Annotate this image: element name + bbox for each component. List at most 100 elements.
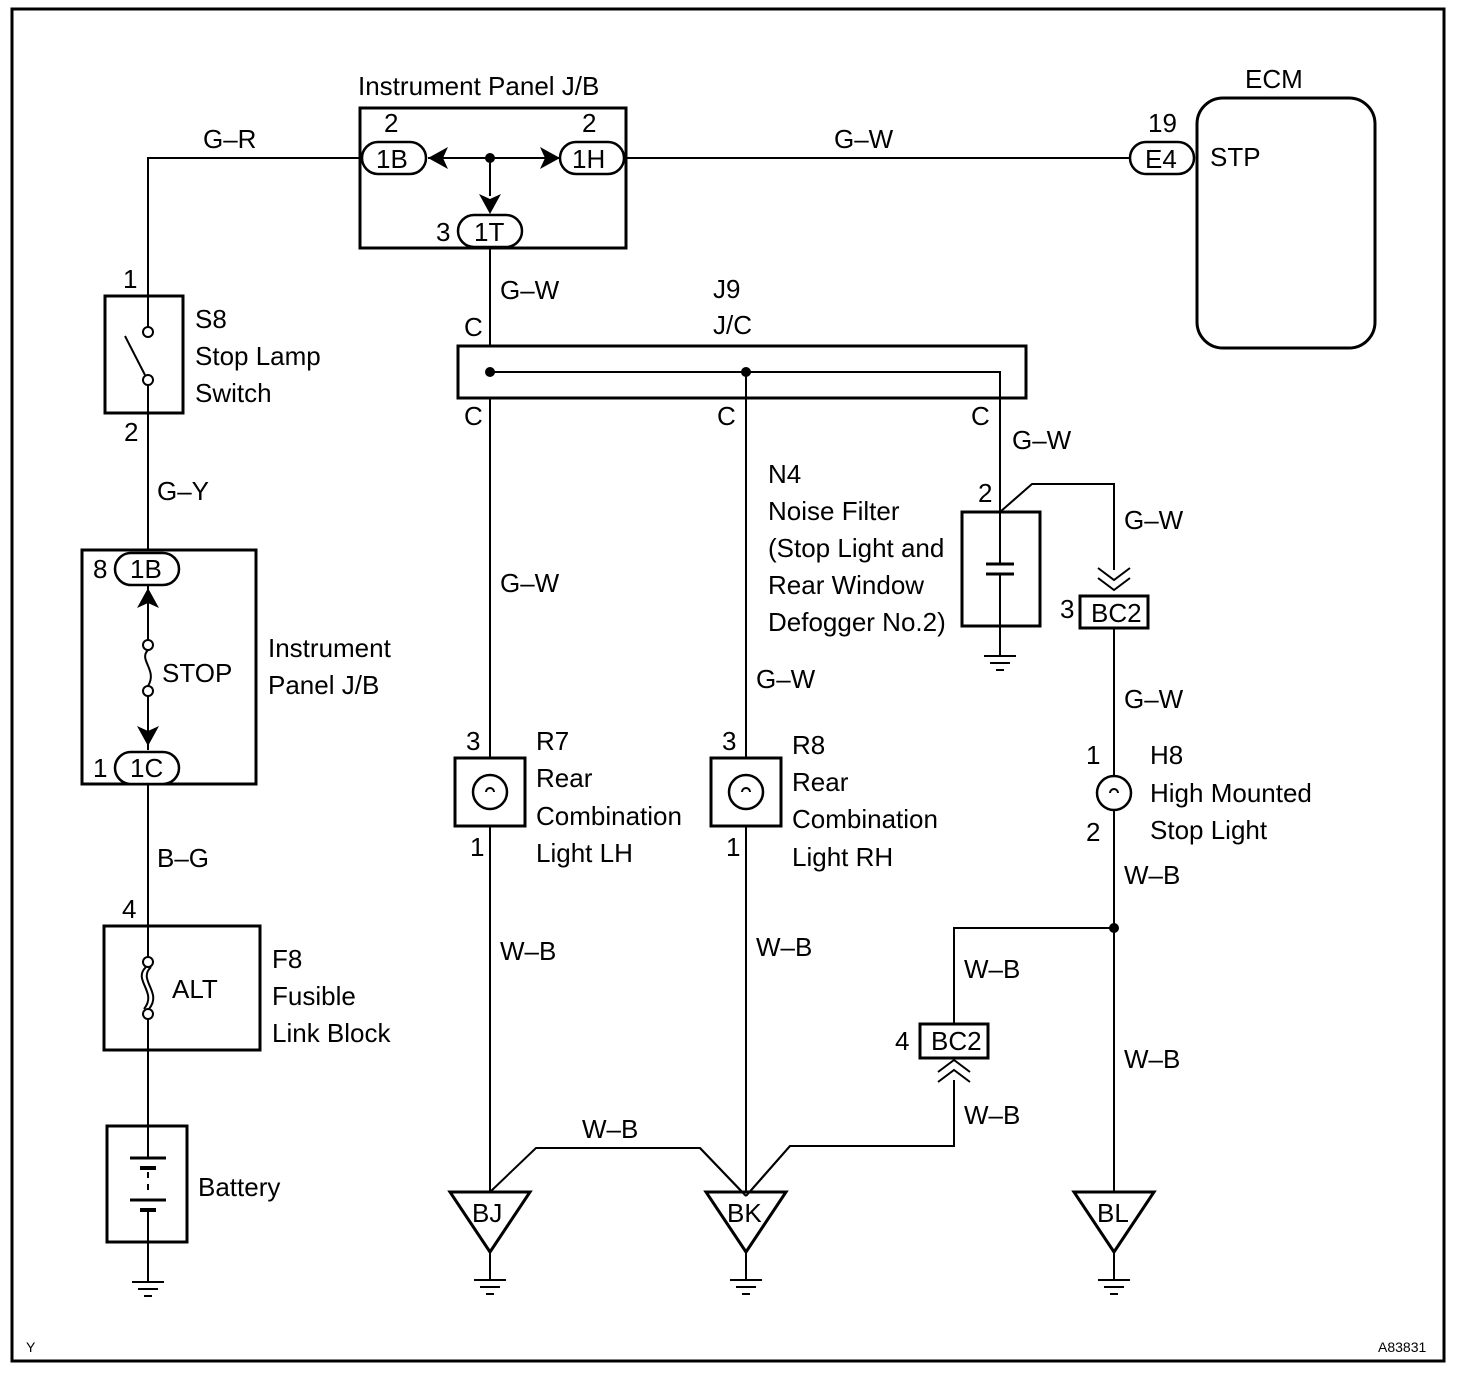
ijb-top-pin-1h: 2 <box>582 108 596 138</box>
bc2-lower-pin: 4 <box>895 1026 909 1056</box>
f8-label-2: Link Block <box>272 1018 391 1048</box>
ground-bl-label: BL <box>1097 1198 1129 1228</box>
ijb-left-fuse: STOP <box>162 658 232 688</box>
ijb-top-connector-1b: 1B <box>376 144 408 174</box>
ecm-title: ECM <box>1245 64 1303 94</box>
wire-label-gy: G–Y <box>157 476 209 506</box>
fusible-link-block: 4 ALT F8 Fusible Link Block <box>102 894 391 1052</box>
connector-bc2-lower: 4 BC2 <box>895 1022 990 1083</box>
s8-label-1: Stop Lamp <box>195 341 321 371</box>
battery-label: Battery <box>198 1172 280 1202</box>
wire-label-gw-r7: G–W <box>500 568 560 598</box>
ijb-left-connector-top: 1B <box>130 554 162 584</box>
s8-pin-bottom: 2 <box>124 417 138 447</box>
ground-bj-label: BJ <box>472 1198 502 1228</box>
f8-fuse: ALT <box>172 974 218 1004</box>
h8-pin-bottom: 2 <box>1086 817 1100 847</box>
wire-label-gw-1t: G–W <box>500 275 560 305</box>
r8-label-1: Rear <box>792 767 849 797</box>
wire-label-wb-r7: W–B <box>500 936 556 966</box>
rear-combination-light-lh: 3 1 R7 Rear Combination Light LH <box>453 726 682 868</box>
ecm-connector: E4 <box>1145 144 1177 174</box>
high-mounted-stop-light: 1 2 H8 High Mounted Stop Light <box>1086 740 1312 933</box>
j9-id: J9 <box>713 274 740 304</box>
ijb-top-connector-1t: 1T <box>474 217 504 247</box>
r7-label-3: Light LH <box>536 838 633 868</box>
corner-mark-left: Y <box>26 1339 36 1355</box>
ecm: ECM 19 E4 STP <box>1128 64 1377 350</box>
wire-label-bg: B–G <box>157 843 209 873</box>
wires <box>147 157 1130 1282</box>
arrow-left-icon <box>428 147 448 169</box>
n4-id: N4 <box>768 459 801 489</box>
s8-id: S8 <box>195 304 227 334</box>
n4-pin: 2 <box>978 478 992 508</box>
wire-label-wb-bc2-top: W–B <box>964 954 1020 984</box>
f8-pin: 4 <box>122 894 136 924</box>
bc2-upper-id: BC2 <box>1091 598 1142 628</box>
h8-label-2: Stop Light <box>1150 815 1268 845</box>
n4-label-1: Noise Filter <box>768 496 900 526</box>
wire-label-gw-n4: G–W <box>1012 425 1072 455</box>
wire-label-gw-bc2-top: G–W <box>1124 505 1184 535</box>
wire-label-wb-right: W–B <box>1124 1044 1180 1074</box>
wire-label-gw-ecm: G–W <box>834 124 894 154</box>
j9-c-out-1: C <box>464 401 483 431</box>
junction-connector-j9: J9 J/C C C C C <box>456 274 1028 431</box>
j9-c-out-3: C <box>971 401 990 431</box>
stop-lamp-switch: 1 2 S8 Stop Lamp Switch <box>103 264 321 447</box>
ground-icon <box>132 1281 164 1297</box>
h8-pin-top: 1 <box>1086 740 1100 770</box>
wire-label-wb-ground: W–B <box>582 1114 638 1144</box>
bc2-upper-pin: 3 <box>1060 594 1074 624</box>
wire-label-gr: G–R <box>203 124 256 154</box>
ijb-left-label-2: Panel J/B <box>268 670 379 700</box>
j9-c-out-2: C <box>717 401 736 431</box>
h8-label-1: High Mounted <box>1150 778 1312 808</box>
h8-id: H8 <box>1150 740 1183 770</box>
ecm-pin: 19 <box>1148 108 1177 138</box>
ijb-left-connector-bottom: 1C <box>130 753 163 783</box>
noise-filter: 2 N4 Noise Filter (Stop Light and Rear W… <box>768 459 1042 671</box>
ijb-left-pin-top: 8 <box>93 554 107 584</box>
n4-label-3: Rear Window <box>768 570 924 600</box>
bc2-lower-id: BC2 <box>931 1026 982 1056</box>
n4-label-4: Defogger No.2) <box>768 607 946 637</box>
figure-reference: A83831 <box>1378 1339 1426 1355</box>
arrow-right-icon <box>540 147 560 169</box>
ground-point-bj: BJ <box>447 1190 533 1295</box>
f8-id: F8 <box>272 944 302 974</box>
ijb-top-pin-1t: 3 <box>436 217 450 247</box>
j9-c-in: C <box>464 312 483 342</box>
ijb-top-connector-1h: 1H <box>572 144 605 174</box>
arrow-down-icon <box>137 726 159 746</box>
r7-pin-bottom: 1 <box>470 832 484 862</box>
instrument-panel-jb-left: 8 1B STOP 1 1C Instrument Panel J/B <box>80 548 392 786</box>
wire-label-gw-r8: G–W <box>756 664 816 694</box>
r8-pin-bottom: 1 <box>726 832 740 862</box>
r7-label-1: Rear <box>536 763 593 793</box>
rear-combination-light-rh: 3 1 R8 Rear Combination Light RH <box>709 726 938 872</box>
s8-label-2: Switch <box>195 378 272 408</box>
battery: Battery <box>105 1124 280 1244</box>
arrow-up-icon <box>137 588 159 608</box>
wire-label-wb-h8: W–B <box>1124 860 1180 890</box>
wire-labels: G–R G–W G–Y B–G G–W G–W G–W G–W G–W G–W … <box>157 124 1184 1144</box>
wire-label-gw-bc2-bot: G–W <box>1124 684 1184 714</box>
ecm-terminal: STP <box>1210 142 1261 172</box>
ijb-left-pin-bottom: 1 <box>93 753 107 783</box>
n4-label-2: (Stop Light and <box>768 533 944 563</box>
instrument-panel-jb-top: Instrument Panel J/B 2 1B 2 1H 3 1T <box>358 71 628 250</box>
r7-id: R7 <box>536 726 569 756</box>
arrow-down-icon <box>479 194 501 214</box>
r8-label-2: Combination <box>792 804 938 834</box>
ijb-top-title: Instrument Panel J/B <box>358 71 599 101</box>
ground-point-bk: BK <box>699 1145 791 1295</box>
f8-label-1: Fusible <box>272 981 356 1011</box>
ijb-left-label-1: Instrument <box>268 633 392 663</box>
s8-pin-top: 1 <box>123 264 137 294</box>
j9-type: J/C <box>713 310 752 340</box>
wire-label-wb-r8: W–B <box>756 932 812 962</box>
r7-pin-top: 3 <box>466 726 480 756</box>
